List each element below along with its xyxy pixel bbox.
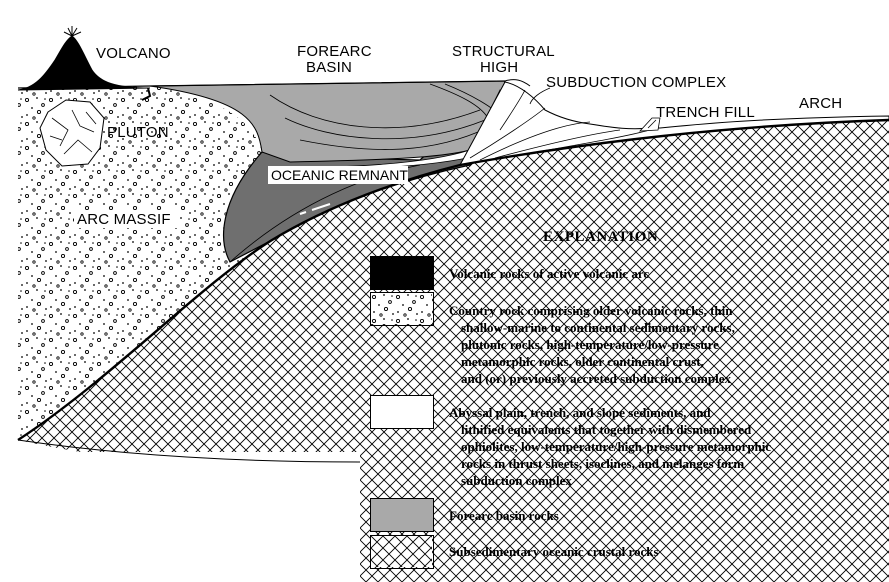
label-oceanic-remnant: OCEANIC REMNANT [271, 167, 408, 183]
slab-surface [17, 118, 889, 442]
legend-text-oceanic-crust: Subsedimentary oceanic crustal rocks [449, 543, 659, 560]
arc-massif [18, 86, 272, 440]
label-structural-2: HIGH [480, 59, 518, 76]
legend-text-forearc: Forearc basin rocks [449, 507, 559, 524]
legend-line: subduction complex [461, 473, 572, 488]
legend-swatch-country-rock [370, 292, 434, 326]
legend-line: and (or) previously accreted subduction … [461, 371, 731, 386]
label-structural-1: STRUCTURAL [452, 43, 555, 60]
stipple-pattern [371, 293, 432, 324]
legend-line: ophiolites, low-temperature/high-pressur… [461, 439, 772, 454]
label-pluton: PLUTON [107, 124, 169, 141]
legend-line: lithified equivalents that together with… [461, 422, 752, 437]
legend-swatch-sediments [370, 395, 434, 429]
legend-line: rocks in thrust sheets, isoclines, and m… [461, 456, 745, 471]
label-trench-fill: TRENCH FILL [656, 104, 755, 121]
label-arch: ARCH [799, 95, 842, 112]
legend-text-volcanic: Volcanic rocks of active volcanic arc [449, 265, 649, 282]
explanation-title: EXPLANATION [543, 229, 659, 245]
legend-line: Volcanic rocks of active volcanic arc [449, 266, 650, 281]
legend-swatch-forearc [370, 498, 434, 532]
legend-line: Country rock comprising older volcanic r… [449, 303, 733, 318]
crust-lower-boundary [17, 439, 361, 463]
label-volcano: VOLCANO [96, 45, 171, 62]
legend-swatch-oceanic-crust [370, 535, 434, 569]
crosshatch-pattern [371, 536, 432, 567]
eruption-column [63, 26, 82, 37]
label-forearc-1: FOREARC [297, 43, 372, 60]
legend-line: metamorphic rocks, older continental cru… [461, 354, 704, 369]
legend-swatch-volcanic [370, 256, 434, 290]
label-forearc-2: BASIN [306, 59, 352, 76]
label-arc-massif: ARC MASSIF [77, 211, 171, 228]
legend-text-sediments: Abyssal plain, trench, and slope sedimen… [449, 404, 771, 489]
pluton-body [39, 99, 105, 167]
label-subduction-complex: SUBDUCTION COMPLEX [546, 74, 726, 91]
legend-line: Abyssal plain, trench, and slope sedimen… [449, 405, 711, 420]
legend-line: Subsedimentary oceanic crustal rocks [449, 544, 659, 559]
legend-line: Forearc basin rocks [449, 508, 559, 523]
legend-text-country-rock: Country rock comprising older volcanic r… [449, 302, 735, 387]
legend-line: shallow-marine to continental sedimentar… [461, 320, 735, 335]
legend-line: plutonic rocks, high-temperature/low-pre… [461, 337, 719, 352]
